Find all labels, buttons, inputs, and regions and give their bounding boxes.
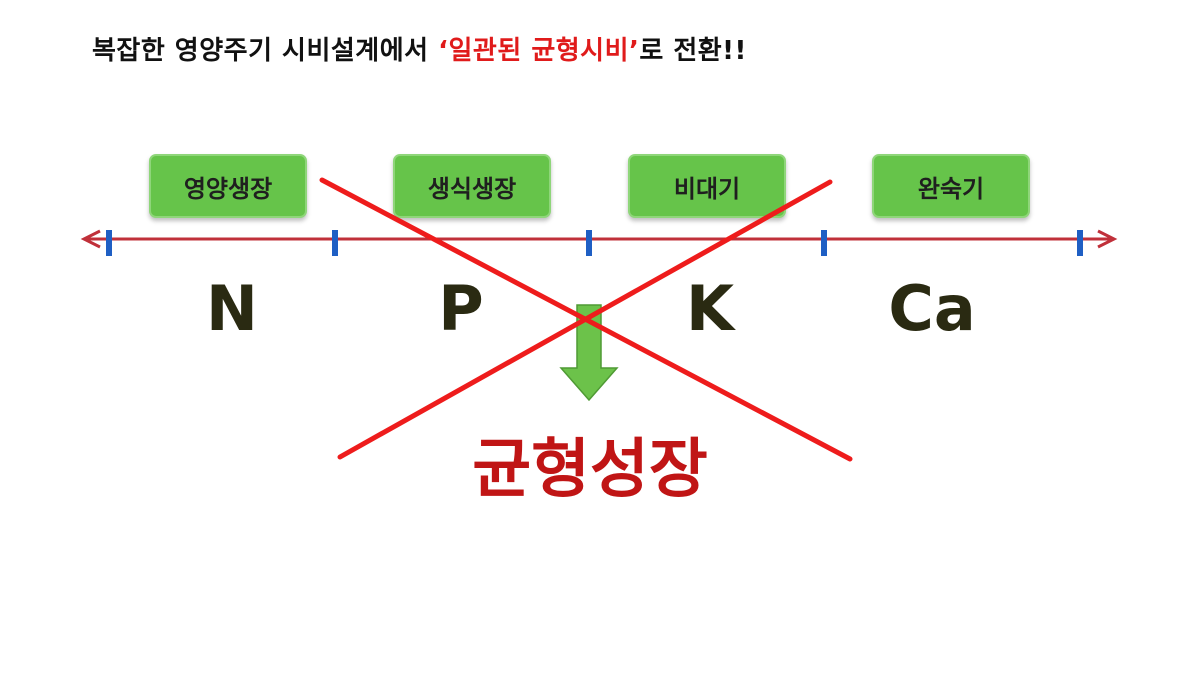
timeline-arrow-right <box>1097 229 1118 249</box>
stage-box-vegetative: 영양생장 <box>149 154 307 218</box>
stage-box-ripening: 완숙기 <box>872 154 1030 218</box>
stage-box-enlargement: 비대기 <box>628 154 786 218</box>
timeline-arrow-left <box>80 229 101 249</box>
nutrient-p: P <box>438 272 484 345</box>
nutrient-n: N <box>206 272 258 345</box>
nutrient-ca: Ca <box>888 272 976 345</box>
result-label: 균형성장 <box>472 433 708 507</box>
nutrient-k: K <box>685 272 735 345</box>
timeline-tick-3 <box>586 230 592 256</box>
headline-prefix: 복잡한 영양주기 시비설계에서 <box>92 36 439 66</box>
timeline-tick-2 <box>332 230 338 256</box>
timeline-tick-4 <box>821 230 827 256</box>
headline-highlight: ‘일관된 균형시비’ <box>438 36 640 66</box>
down-arrow-icon <box>559 304 619 402</box>
headline: 복잡한 영양주기 시비설계에서 ‘일관된 균형시비’로 전환!! <box>92 30 747 67</box>
timeline-tick-1 <box>106 230 112 256</box>
timeline-tick-5 <box>1077 230 1083 256</box>
headline-suffix: 로 전환!! <box>639 36 747 66</box>
stage-box-reproductive: 생식생장 <box>393 154 551 218</box>
